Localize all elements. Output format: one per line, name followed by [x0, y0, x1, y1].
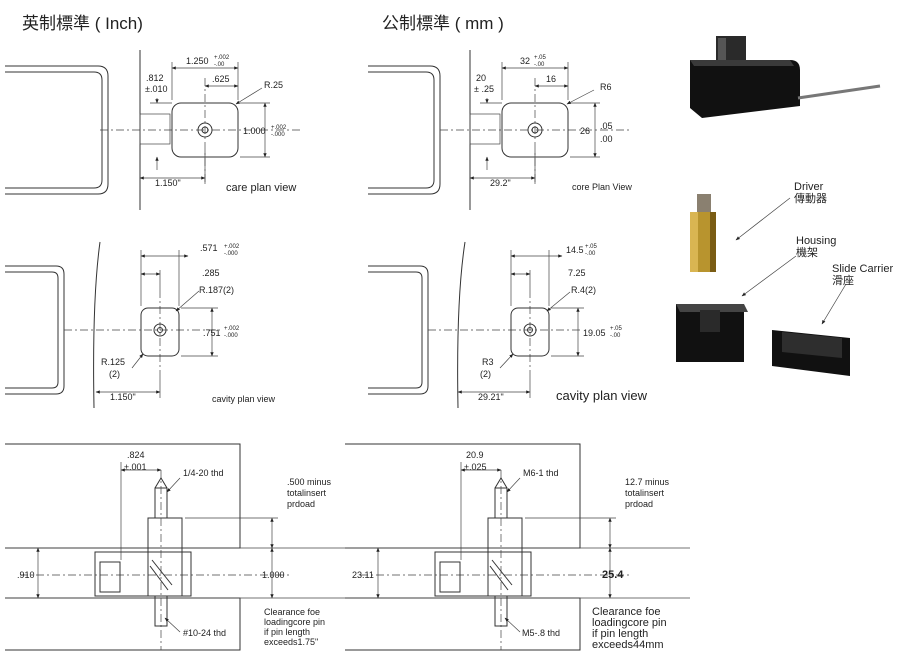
- cavity-caption: cavity plan view: [212, 394, 276, 404]
- svg-text:totalinsert: totalinsert: [287, 488, 327, 498]
- svg-text:-.000: -.000: [224, 333, 238, 339]
- svg-text:23.11: 23.11: [352, 570, 374, 580]
- svg-text:R6: R6: [600, 82, 612, 92]
- svg-text:+.05: +.05: [534, 55, 547, 61]
- inch-cavity-plan-view: .571 +.002 -.000 .285 R.187(2) .751 +.00…: [5, 241, 276, 409]
- mm-section-view: 20.9 ±.025 M6-1 thd 12.7 minus totalinse…: [345, 443, 690, 651]
- core-half-dim: .625: [212, 74, 230, 84]
- svg-text:.571: .571: [200, 243, 218, 253]
- svg-text:.05: .05: [600, 121, 613, 131]
- svg-text:29.2": 29.2": [490, 178, 511, 188]
- svg-text:7.25: 7.25: [568, 268, 586, 278]
- core-caption: care plan view: [226, 182, 296, 194]
- mm-cavity-plan-view: 14.5 +.05 -.00 7.25 R.4(2) 19.05 +.05 -.…: [368, 241, 648, 409]
- svg-text:-.00: -.00: [610, 333, 621, 339]
- housing-photo: [676, 304, 748, 362]
- assembled-unit-photo: [690, 36, 881, 118]
- svg-text:(2): (2): [480, 369, 491, 379]
- inch-core-plan-view: 1.250 +.002 -.00 .625 .812 ±.010 R.25 1.…: [5, 50, 300, 210]
- svg-text:1.150": 1.150": [110, 392, 136, 402]
- mold-outline: [5, 65, 109, 195]
- svg-text:if pin length: if pin length: [264, 627, 310, 637]
- slide-carrier-photo: [772, 330, 850, 376]
- svg-text:20.9: 20.9: [466, 450, 484, 460]
- svg-text:+.05: +.05: [610, 326, 623, 332]
- svg-text:M6-1 thd: M6-1 thd: [523, 468, 559, 478]
- svg-text:-.00: -.00: [214, 62, 225, 68]
- svg-text:M5-.8 thd: M5-.8 thd: [522, 628, 560, 638]
- svg-text:core Plan View: core Plan View: [572, 182, 632, 192]
- svg-text:exceeds1.75": exceeds1.75": [264, 637, 318, 647]
- svg-text:+.002: +.002: [271, 125, 287, 131]
- svg-text:R.125: R.125: [101, 357, 125, 367]
- svg-text:+.05: +.05: [585, 244, 598, 250]
- svg-text:+.002: +.002: [224, 326, 240, 332]
- mm-core-plan-view: 32 +.05 -.00 16 20 ± .25 R6 26 .05 .00 2…: [368, 50, 632, 210]
- inch-section-view: .824 ±.001 1/4-20 thd .500 minus totalin…: [5, 443, 350, 651]
- driver-label-zh: 傳動器: [794, 191, 827, 205]
- svg-text:± .25: ± .25: [474, 84, 494, 94]
- housing-label-en: Housing: [796, 235, 836, 247]
- svg-text:.812: .812: [146, 73, 164, 83]
- svg-text:-.00: -.00: [534, 62, 545, 68]
- svg-text:-.000: -.000: [224, 251, 238, 257]
- svg-text:29.21": 29.21": [478, 392, 504, 402]
- svg-text:12.7 minus: 12.7 minus: [625, 477, 670, 487]
- slide-carrier-label-zh: 滑座: [832, 273, 854, 287]
- svg-text:loadingcore pin: loadingcore pin: [592, 617, 667, 629]
- slide-carrier-label-en: Slide Carrier: [832, 263, 893, 275]
- metric-standard-title: 公制標準 ( mm ): [382, 14, 504, 33]
- svg-text:±.025: ±.025: [464, 462, 486, 472]
- svg-text:prdoad: prdoad: [287, 499, 315, 509]
- svg-text:totalinsert: totalinsert: [625, 488, 665, 498]
- bottom-thread-label: #10-24 thd: [183, 628, 226, 638]
- svg-text:20: 20: [476, 73, 486, 83]
- svg-text:1.150": 1.150": [155, 178, 181, 188]
- svg-text:+.002: +.002: [224, 244, 240, 250]
- inch-standard-title: 英制標準 ( Inch): [22, 14, 143, 33]
- svg-text:(2): (2): [109, 369, 120, 379]
- top-thread-label: 1/4-20 thd: [183, 468, 224, 478]
- core-radius: R.25: [264, 80, 283, 90]
- svg-text:.500 minus: .500 minus: [287, 477, 332, 487]
- svg-text:if pin length: if pin length: [592, 628, 648, 640]
- driver-label-en: Driver: [794, 181, 824, 193]
- svg-text:.824: .824: [127, 450, 145, 460]
- svg-text:-.000: -.000: [271, 132, 285, 138]
- svg-text:Clearance foe: Clearance foe: [592, 606, 661, 618]
- svg-text:Clearance foe: Clearance foe: [264, 607, 320, 617]
- svg-text:+.002: +.002: [214, 55, 230, 61]
- svg-text:R.4(2): R.4(2): [571, 285, 596, 295]
- svg-text:26: 26: [580, 126, 590, 136]
- housing-label-zh: 機架: [796, 245, 818, 259]
- svg-text:25.4: 25.4: [602, 569, 624, 581]
- core-width-dim: 1.250: [186, 56, 209, 66]
- svg-text:.751: .751: [203, 328, 221, 338]
- svg-text:R3: R3: [482, 357, 494, 367]
- svg-text:-.00: -.00: [585, 251, 596, 257]
- core-height-dim: 1.000: [243, 126, 266, 136]
- driver-photo: [690, 194, 716, 272]
- svg-text:exceeds44mm: exceeds44mm: [592, 639, 664, 651]
- svg-text:32: 32: [520, 56, 530, 66]
- svg-text:cavity plan view: cavity plan view: [556, 388, 648, 403]
- svg-text:±.001: ±.001: [124, 462, 146, 472]
- svg-text:±.010: ±.010: [145, 84, 167, 94]
- svg-text:16: 16: [546, 74, 556, 84]
- svg-text:.285: .285: [202, 268, 220, 278]
- svg-text:loadingcore pin: loadingcore pin: [264, 617, 325, 627]
- svg-text:1.000: 1.000: [262, 570, 285, 580]
- svg-text:prdoad: prdoad: [625, 499, 653, 509]
- svg-text:19.05: 19.05: [583, 328, 606, 338]
- svg-text:14.5: 14.5: [566, 245, 584, 255]
- svg-text:.910: .910: [17, 570, 35, 580]
- svg-text:.00: .00: [600, 134, 613, 144]
- part-labels: Driver 傳動器 Housing 機架 Slide Carrier 滑座: [735, 181, 893, 325]
- svg-text:R.187(2): R.187(2): [199, 285, 234, 295]
